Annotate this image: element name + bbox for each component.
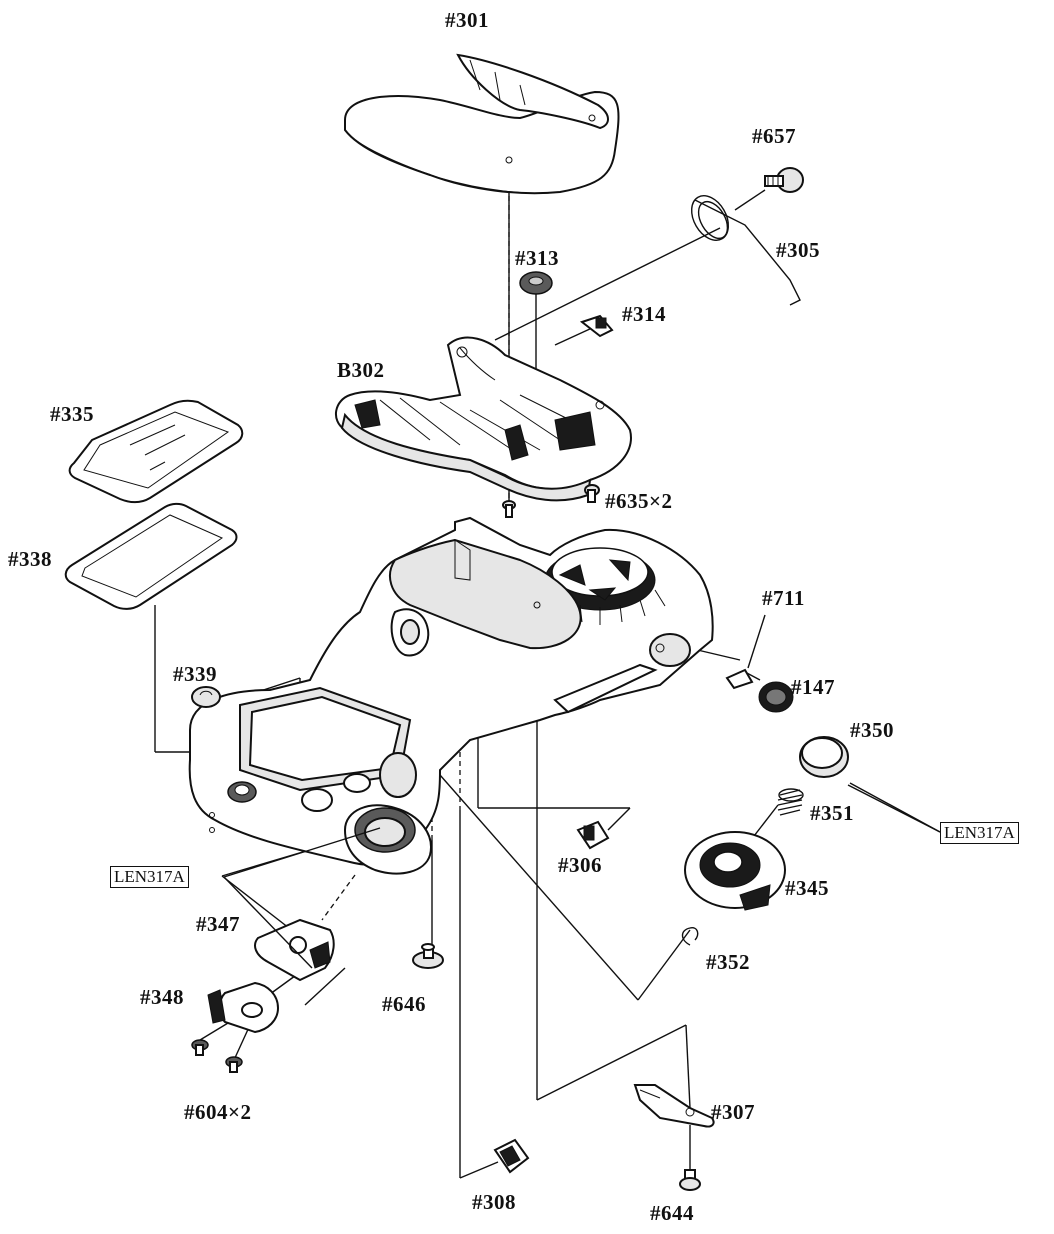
part-314-plate (579, 314, 614, 338)
part-646-foot (412, 943, 444, 969)
label-351: #351 (810, 801, 854, 825)
part-604-screws (191, 1039, 243, 1073)
label-348: #348 (140, 985, 184, 1009)
part-345-dial (684, 831, 786, 911)
label-338: #338 (8, 547, 52, 571)
label-604: #604×2 (184, 1100, 252, 1124)
callout-len317a-left: LEN317A (110, 866, 189, 888)
label-307: #307 (711, 1100, 755, 1124)
label-711: #711 (762, 586, 805, 610)
label-350: #350 (850, 718, 894, 742)
label-339: #339 (173, 662, 217, 686)
label-635: #635×2 (605, 489, 673, 513)
label-644: #644 (650, 1201, 694, 1225)
part-308-connector (493, 1138, 530, 1174)
part-301-top-cover (344, 53, 620, 195)
label-147: #147 (791, 675, 835, 699)
part-350-button (799, 736, 849, 778)
part-339-cap (191, 686, 221, 708)
part-657-screw (764, 167, 804, 193)
label-347: #347 (196, 912, 240, 936)
label-335: #335 (50, 402, 94, 426)
label-657: #657 (752, 124, 796, 148)
part-711-label (725, 668, 754, 690)
part-306-clip (576, 820, 610, 850)
part-305-spring (690, 195, 801, 306)
part-335-glass (68, 399, 244, 504)
part-307-lever (633, 1084, 715, 1128)
part-147-badge (758, 681, 794, 713)
part-351-spring (777, 788, 804, 816)
label-314: #314 (622, 302, 666, 326)
label-308: #308 (472, 1190, 516, 1214)
part-644-screw (679, 1169, 701, 1191)
part-b302-frame (335, 336, 632, 502)
label-345: #345 (785, 876, 829, 900)
part-635-screws (502, 484, 600, 518)
part-313-washer (519, 271, 553, 295)
label-301: #301 (445, 8, 489, 32)
label-313: #313 (515, 246, 559, 270)
part-348-plate (207, 981, 280, 1034)
part-352-clip (681, 927, 699, 946)
label-352: #352 (706, 950, 750, 974)
label-305: #305 (776, 238, 820, 262)
label-646: #646 (382, 992, 426, 1016)
label-306: #306 (558, 853, 602, 877)
callout-len317a-right: LEN317A (940, 822, 1019, 844)
label-b302: B302 (337, 358, 385, 382)
main-body (188, 516, 714, 875)
part-338-gasket (64, 502, 238, 610)
